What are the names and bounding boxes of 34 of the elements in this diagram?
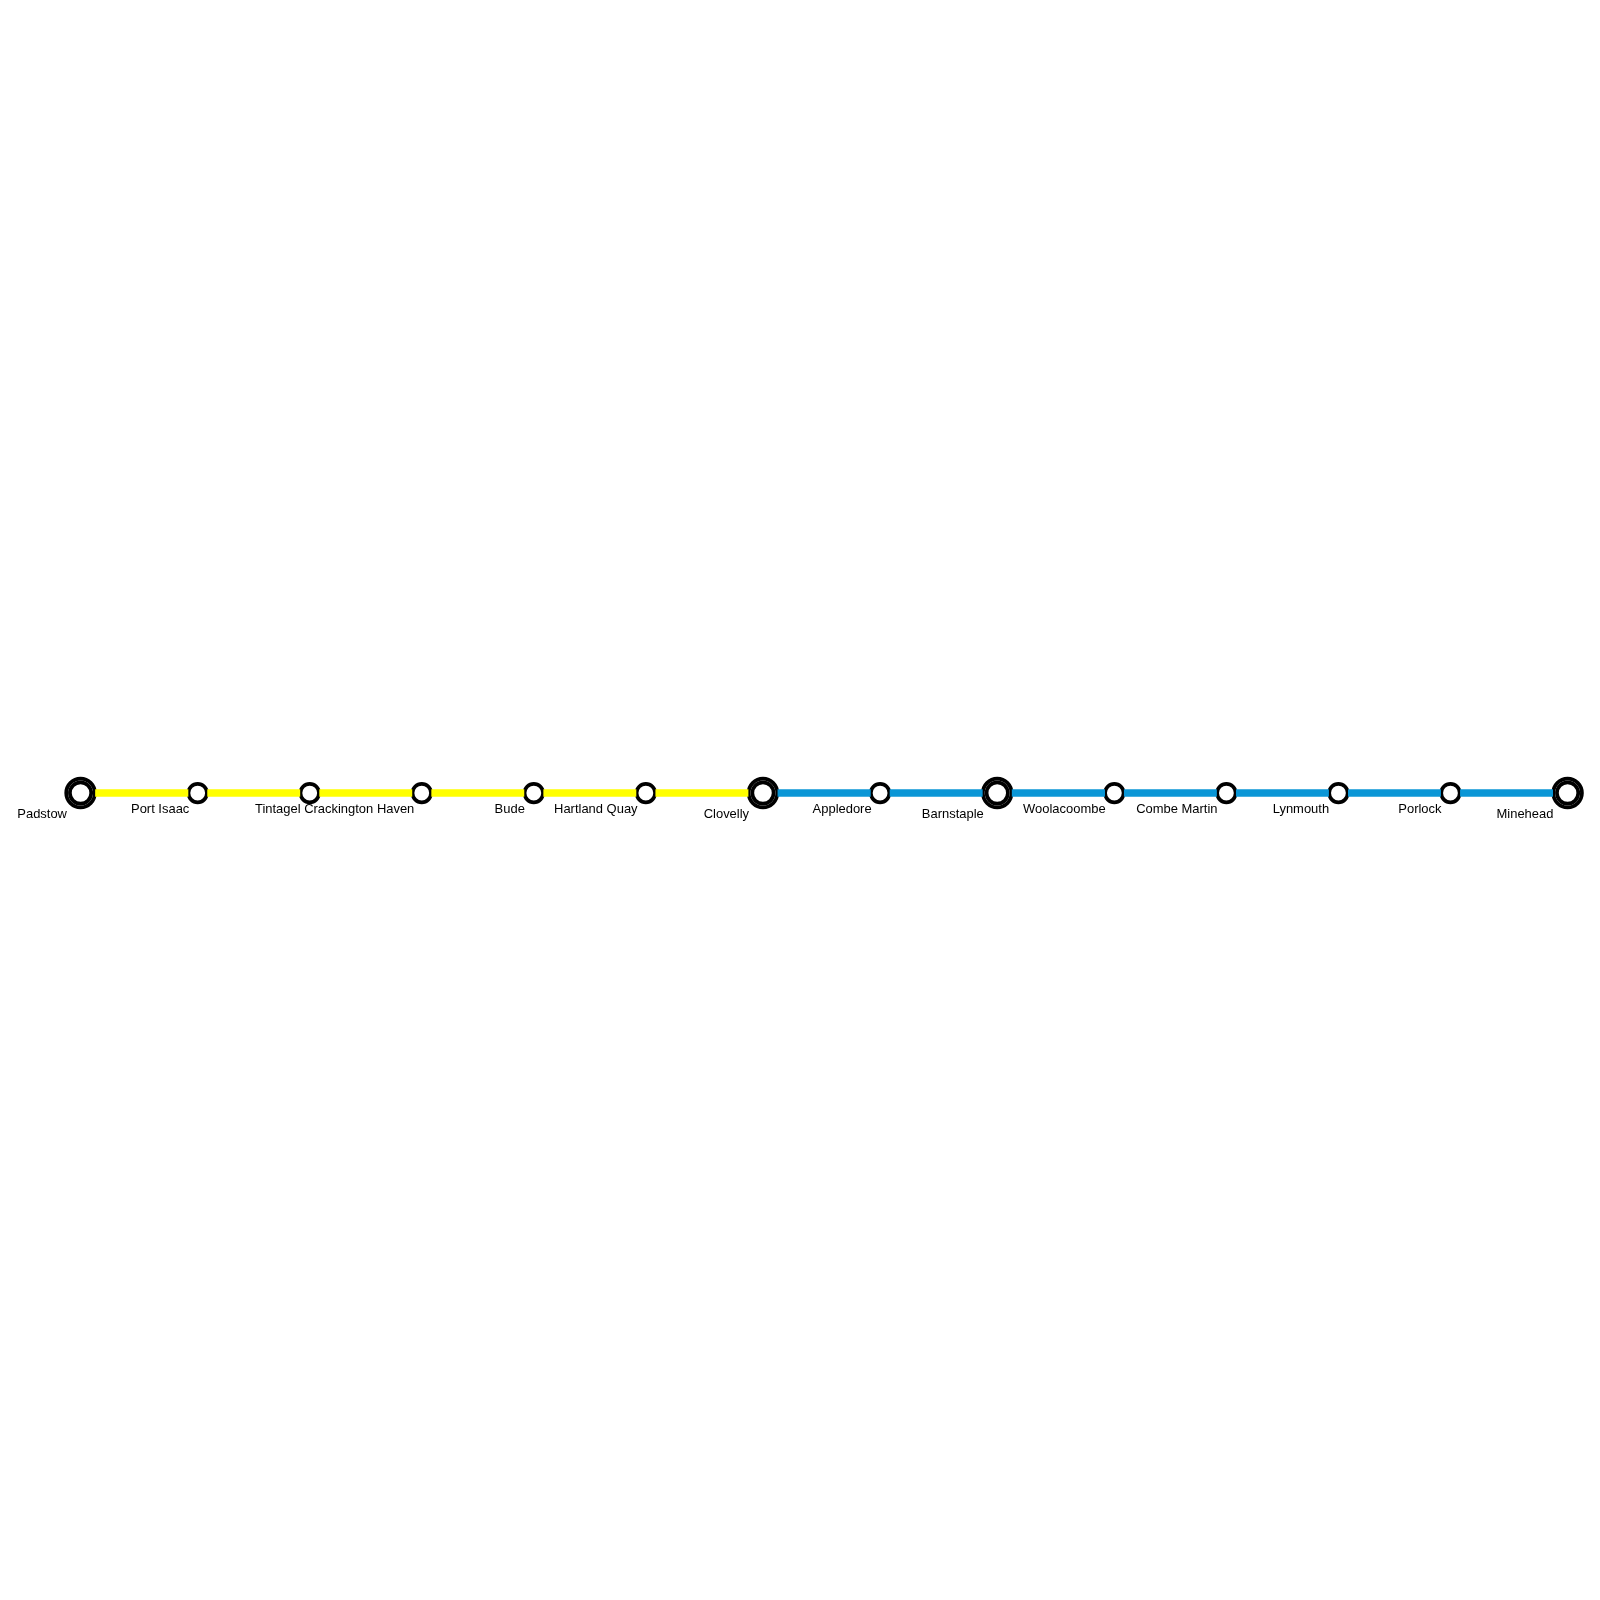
node-circle xyxy=(410,781,433,805)
connector xyxy=(1235,789,1329,797)
node-label: Barnstaple xyxy=(921,805,984,821)
node-label: Crackington Haven xyxy=(304,800,415,816)
node-circle xyxy=(522,781,545,805)
node-label: Bude xyxy=(494,800,525,816)
node-label: Minehead xyxy=(1496,805,1554,821)
node-circle xyxy=(298,781,321,805)
node-label: Porlock xyxy=(1398,800,1442,816)
node-label: Appledore xyxy=(812,800,872,816)
node-label: Clovelly xyxy=(703,805,750,821)
node-label: Lynmouth xyxy=(1272,800,1330,816)
node-circle xyxy=(186,781,209,805)
node-label: Combe Martin xyxy=(1136,800,1218,816)
connector xyxy=(431,789,525,797)
connector xyxy=(1348,789,1441,797)
node-circle xyxy=(634,781,657,805)
node-circle xyxy=(1215,781,1238,805)
node-label: Padstow xyxy=(17,805,67,821)
node-circle xyxy=(1439,781,1462,805)
connector xyxy=(1011,789,1105,797)
connector xyxy=(207,789,301,797)
connector xyxy=(543,789,637,797)
node-label: Tintagel xyxy=(254,800,301,816)
node-circle xyxy=(869,781,892,805)
node-label: Port Isaac xyxy=(131,800,190,816)
connector xyxy=(1460,789,1554,797)
connector xyxy=(319,789,413,797)
node-label: Hartland Quay xyxy=(554,800,638,816)
node-circle xyxy=(1327,781,1350,805)
node-doublecircle xyxy=(746,776,780,810)
node-circle xyxy=(1103,781,1126,805)
connector xyxy=(1123,789,1217,797)
node-label: Woolacoombe xyxy=(1023,800,1106,816)
